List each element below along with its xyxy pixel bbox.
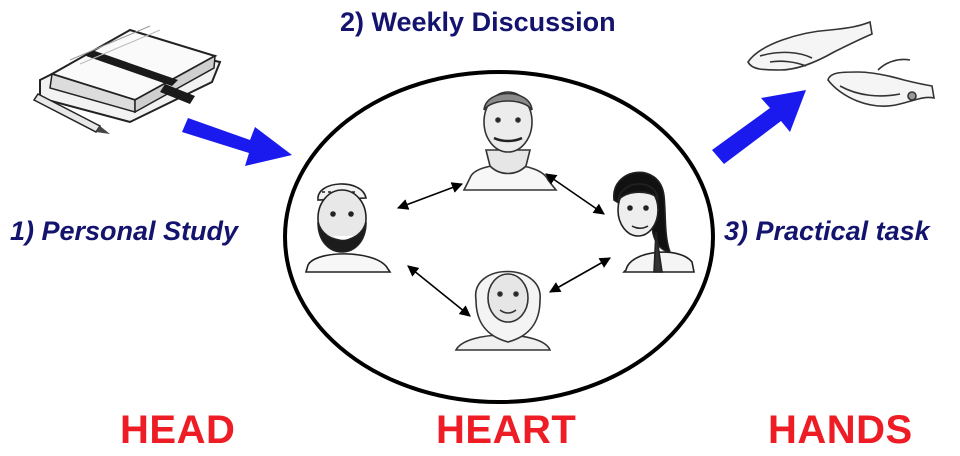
bearded-man-portrait-icon [304, 183, 392, 273]
notebook-icon [39, 25, 222, 124]
double-arrow-icon [396, 173, 611, 317]
giving-hands-icon [747, 20, 935, 107]
step-practical-task: 3) Practical task [724, 216, 930, 246]
girl-portrait-icon [454, 270, 552, 351]
pencil-icon [32, 93, 110, 134]
label-hands: HANDS [768, 408, 913, 452]
blue-arrow-icon [182, 118, 292, 166]
label-heart: HEART [436, 408, 577, 452]
step-personal-study: 1) Personal Study [10, 216, 239, 246]
step-weekly-discussion: 2) Weekly Discussion [340, 7, 616, 37]
blue-arrow-icon [712, 90, 806, 164]
discussion-circle [283, 70, 715, 404]
woman-portrait-icon [613, 171, 695, 273]
man-portrait-icon [462, 91, 558, 191]
label-head: HEAD [120, 408, 236, 452]
